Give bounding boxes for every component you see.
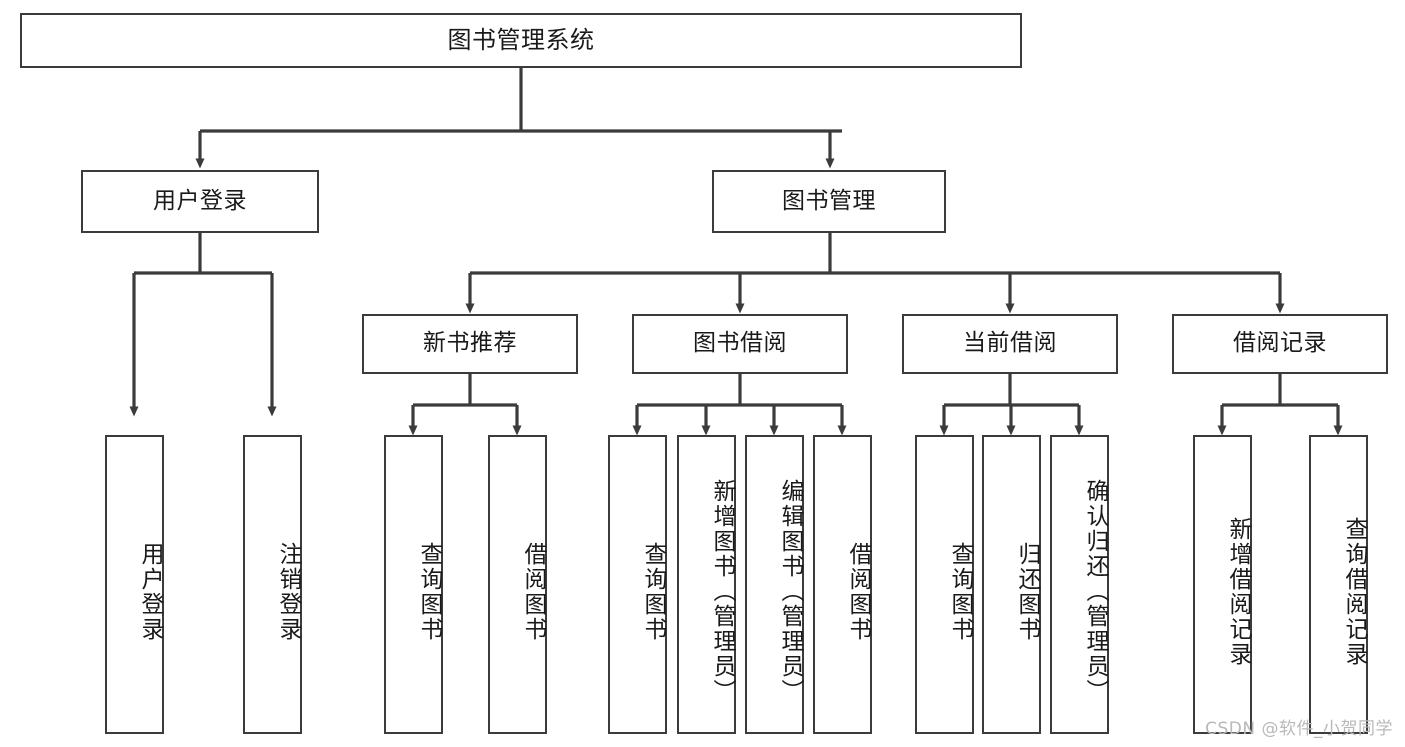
node-leaf-bookborrow-add-book-admin[interactable]: 新增图书（管理员）: [677, 435, 736, 734]
node-label: 用户登录: [137, 541, 163, 642]
node-label: 确认归还（管理员）: [1082, 479, 1108, 704]
node-leaf-currentborrow-return-books[interactable]: 归还图书: [982, 435, 1041, 734]
node-borrow-record[interactable]: 借阅记录: [1172, 314, 1388, 374]
node-leaf-bookborrow-edit-book-admin[interactable]: 编辑图书（管理员）: [745, 435, 804, 734]
node-leaf-user-login-signout[interactable]: 注销登录: [243, 435, 302, 734]
csdn-watermark: CSDN @软件_小贺同学: [1205, 719, 1393, 739]
node-label: 图书管理: [782, 187, 876, 214]
node-leaf-newbook-borrow-books[interactable]: 借阅图书: [488, 435, 547, 734]
node-label: 查询图书: [416, 541, 442, 642]
node-label: 借阅记录: [1233, 330, 1327, 357]
node-label: 新增图书（管理员）: [709, 479, 735, 704]
node-book-management[interactable]: 图书管理: [712, 170, 946, 233]
node-book-borrow[interactable]: 图书借阅: [632, 314, 848, 374]
node-label: 注销登录: [275, 541, 301, 642]
node-label: 新书推荐: [423, 330, 517, 357]
node-leaf-bookborrow-query-books[interactable]: 查询图书: [608, 435, 667, 734]
node-label: 用户登录: [153, 187, 247, 214]
node-current-borrow[interactable]: 当前借阅: [902, 314, 1118, 374]
node-label: 查询图书: [947, 541, 973, 642]
node-label: 图书借阅: [693, 330, 787, 357]
node-leaf-borrowrecord-query-record[interactable]: 查询借阅记录: [1309, 435, 1368, 734]
node-label: 新增借阅记录: [1225, 516, 1251, 667]
node-label: 查询借阅记录: [1341, 516, 1367, 667]
node-leaf-newbook-query-books[interactable]: 查询图书: [384, 435, 443, 734]
node-label: 图书管理系统: [447, 26, 595, 55]
node-label: 查询图书: [640, 541, 666, 642]
node-root-book-management-system[interactable]: 图书管理系统: [20, 13, 1022, 68]
node-user-login[interactable]: 用户登录: [81, 170, 319, 233]
node-new-book-recommend[interactable]: 新书推荐: [362, 314, 578, 374]
node-label: 借阅图书: [520, 541, 546, 642]
node-leaf-borrowrecord-add-record[interactable]: 新增借阅记录: [1193, 435, 1252, 734]
node-label: 借阅图书: [845, 541, 871, 642]
node-leaf-user-login-signin[interactable]: 用户登录: [105, 435, 164, 734]
node-leaf-currentborrow-confirm-return-admin[interactable]: 确认归还（管理员）: [1050, 435, 1109, 734]
node-label: 当前借阅: [963, 330, 1057, 357]
node-label: 编辑图书（管理员）: [777, 479, 803, 704]
node-label: 归还图书: [1014, 541, 1040, 642]
node-leaf-bookborrow-borrow-books[interactable]: 借阅图书: [813, 435, 872, 734]
node-leaf-currentborrow-query-books[interactable]: 查询图书: [915, 435, 974, 734]
